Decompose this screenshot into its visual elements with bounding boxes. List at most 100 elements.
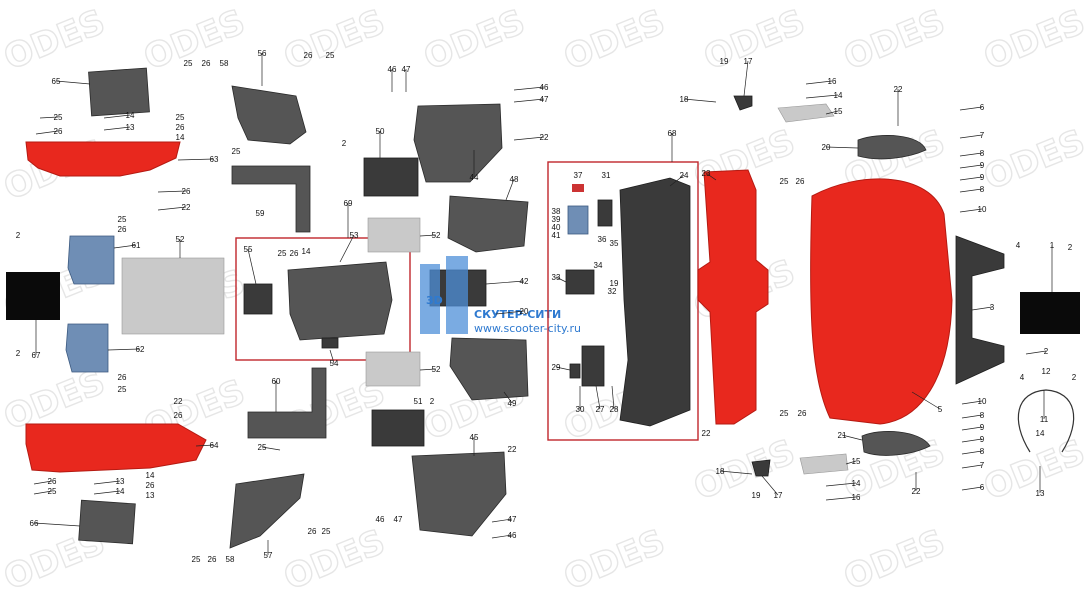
part-callout-30: 30 [576, 405, 585, 414]
plate-1 [1020, 292, 1080, 334]
part-callout-51: 51 [414, 397, 423, 406]
part-callout-12: 12 [1042, 367, 1051, 376]
leader-line [959, 152, 983, 157]
pad-52-b [365, 351, 421, 387]
leader-line [961, 438, 983, 443]
part-callout-10: 10 [978, 205, 987, 214]
part-callout-46: 46 [388, 65, 397, 74]
part-callout-47: 47 [394, 515, 403, 524]
leader-line [513, 86, 545, 91]
watermark-text: ODES [278, 522, 390, 598]
leader-line [825, 110, 839, 115]
part-callout-65: 65 [52, 77, 61, 86]
leader-line [961, 414, 983, 419]
part-callout-25: 25 [780, 177, 789, 186]
part-callout-25: 25 [258, 443, 267, 452]
leader-line [911, 391, 941, 410]
part-callout-20: 20 [520, 307, 529, 316]
part-callout-8: 8 [980, 447, 985, 456]
part-callout-23: 23 [702, 169, 711, 178]
part-callout-38: 38 [552, 207, 561, 216]
part-callout-60: 60 [272, 377, 281, 386]
leader-line [961, 426, 983, 431]
leader-line [959, 164, 983, 169]
part-callout-8: 8 [980, 185, 985, 194]
part-callout-8: 8 [980, 149, 985, 158]
part-callout-55: 55 [244, 245, 253, 254]
part-callout-26: 26 [290, 249, 299, 258]
leader-line [39, 116, 59, 119]
bracket-60 [247, 367, 327, 439]
part-callout-14: 14 [126, 111, 135, 120]
part-callout-18: 18 [716, 467, 725, 476]
part-callout-59: 59 [256, 209, 265, 218]
part-callout-2: 2 [16, 231, 21, 240]
part-callout-20: 20 [822, 143, 831, 152]
mirror-27 [581, 345, 605, 387]
part-callout-22: 22 [508, 445, 517, 454]
gauge-33 [565, 269, 595, 295]
leader-line [93, 480, 121, 485]
part-callout-58: 58 [226, 555, 235, 564]
part-callout-52: 52 [176, 235, 185, 244]
leader-line [503, 391, 513, 404]
part-callout-22: 22 [182, 203, 191, 212]
part-callout-26: 26 [118, 373, 127, 382]
part-callout-16: 16 [852, 493, 861, 502]
leader-line [555, 276, 567, 283]
leader-line [103, 114, 131, 119]
pad-52-large [121, 257, 225, 335]
part-callout-25: 25 [232, 147, 241, 156]
part-callout-67: 67 [32, 351, 41, 360]
part-callout-2: 2 [1044, 347, 1049, 356]
switch-37 [572, 184, 584, 192]
part-callout-35: 35 [610, 239, 619, 248]
leader-line [55, 80, 91, 85]
part-callout-2: 2 [1068, 243, 1073, 252]
leader-line [505, 178, 515, 201]
part-callout-25: 25 [780, 409, 789, 418]
part-callout-18: 18 [680, 95, 689, 104]
part-callout-37: 37 [574, 171, 583, 180]
part-callout-25: 25 [54, 113, 63, 122]
part-callout-9: 9 [980, 435, 985, 444]
bracket-17b [751, 459, 771, 477]
part-callout-44: 44 [470, 173, 479, 182]
leader-line [157, 206, 187, 211]
leader-line [825, 146, 859, 149]
part-callout-25: 25 [176, 113, 185, 122]
leader-line [845, 460, 857, 465]
part-callout-13: 13 [116, 477, 125, 486]
leader-line [841, 434, 863, 441]
leader-line [611, 385, 615, 410]
leader-line [825, 496, 857, 501]
part-callout-69: 69 [344, 199, 353, 208]
leader-line [825, 482, 857, 487]
part-callout-26: 26 [182, 187, 191, 196]
part-callout-63: 63 [210, 155, 219, 164]
leader-line [177, 158, 215, 161]
box-50 [363, 157, 419, 197]
part-callout-34: 34 [594, 261, 603, 270]
side-panel-64 [25, 423, 207, 473]
leader-line [339, 234, 355, 263]
floor-45 [411, 451, 507, 537]
part-callout-19: 19 [720, 57, 729, 66]
part-callout-14: 14 [176, 133, 185, 142]
leader-line [683, 98, 717, 103]
part-callout-14: 14 [834, 91, 843, 100]
part-callout-2: 2 [1072, 373, 1077, 382]
part-callout-14: 14 [852, 479, 861, 488]
cover-53 [287, 261, 393, 341]
leader-line [961, 486, 983, 491]
part-callout-15: 15 [834, 107, 843, 116]
part-callout-22: 22 [540, 133, 549, 142]
leader-line [419, 368, 437, 371]
part-callout-52: 52 [432, 365, 441, 374]
part-callout-25: 25 [192, 555, 201, 564]
leader-line [805, 94, 839, 99]
leader-line [495, 310, 525, 315]
watermark-text: ODES [978, 2, 1088, 78]
watermark-text: ODES [418, 2, 530, 78]
grille-55 [243, 283, 273, 315]
